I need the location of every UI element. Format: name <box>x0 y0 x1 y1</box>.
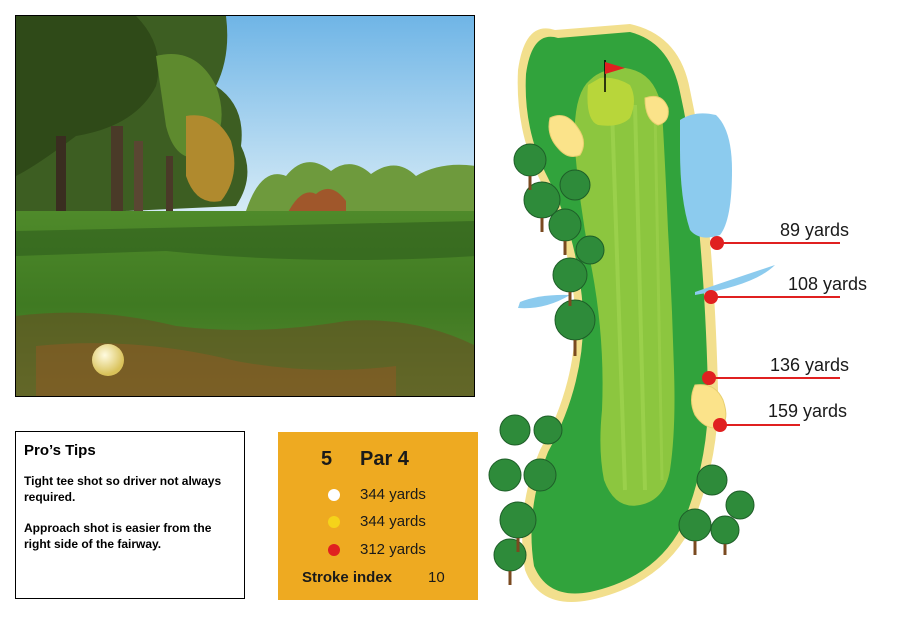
yellow-tee-dot <box>328 516 340 528</box>
marker-label-89: 89 yards <box>780 220 850 240</box>
marker-89 <box>710 236 724 250</box>
tip-2: Approach shot is easier from the right s… <box>24 521 212 551</box>
marker-136 <box>702 371 716 385</box>
hole-map <box>488 24 840 602</box>
marker-159 <box>713 418 727 432</box>
course-photo <box>15 15 475 397</box>
photo-illustration <box>16 16 474 396</box>
hole-number: 5 <box>321 448 333 470</box>
bunker-1 <box>548 115 584 157</box>
pros-tips-panel: Pro’s Tips Tight tee shot so driver not … <box>15 431 245 599</box>
water-hazard <box>680 113 732 238</box>
yellow-tee-distance: 344 yards <box>360 513 426 530</box>
bunker-2 <box>644 95 669 126</box>
white-tee-distance: 344 yards <box>360 486 426 503</box>
red-tee-distance: 312 yards <box>360 541 426 558</box>
tip-1: Tight tee shot so driver not always requ… <box>24 474 222 504</box>
marker-label-159: 159 yards <box>768 401 848 421</box>
trees-right <box>678 464 755 545</box>
red-tee-dot <box>328 544 340 556</box>
distance-markers <box>702 236 840 432</box>
stroke-index-value: 10 <box>428 569 445 586</box>
flag-icon <box>605 62 625 74</box>
fairway <box>574 68 675 506</box>
marker-108 <box>704 290 718 304</box>
marker-label-108: 108 yards <box>788 274 868 294</box>
hole-card: 5 Par 4 344 yards 344 yards 312 yards St… <box>278 432 478 600</box>
tree-trunks <box>508 176 727 585</box>
stream-right <box>695 265 775 295</box>
trees-left <box>488 143 605 572</box>
putting-green <box>587 77 634 126</box>
stream-left <box>518 294 570 309</box>
marker-label-136: 136 yards <box>770 355 850 375</box>
stroke-index-label: Stroke index <box>302 569 393 586</box>
hole-par: Par 4 <box>360 448 409 470</box>
white-tee-dot <box>328 489 340 501</box>
tips-heading: Pro’s Tips <box>24 442 96 459</box>
